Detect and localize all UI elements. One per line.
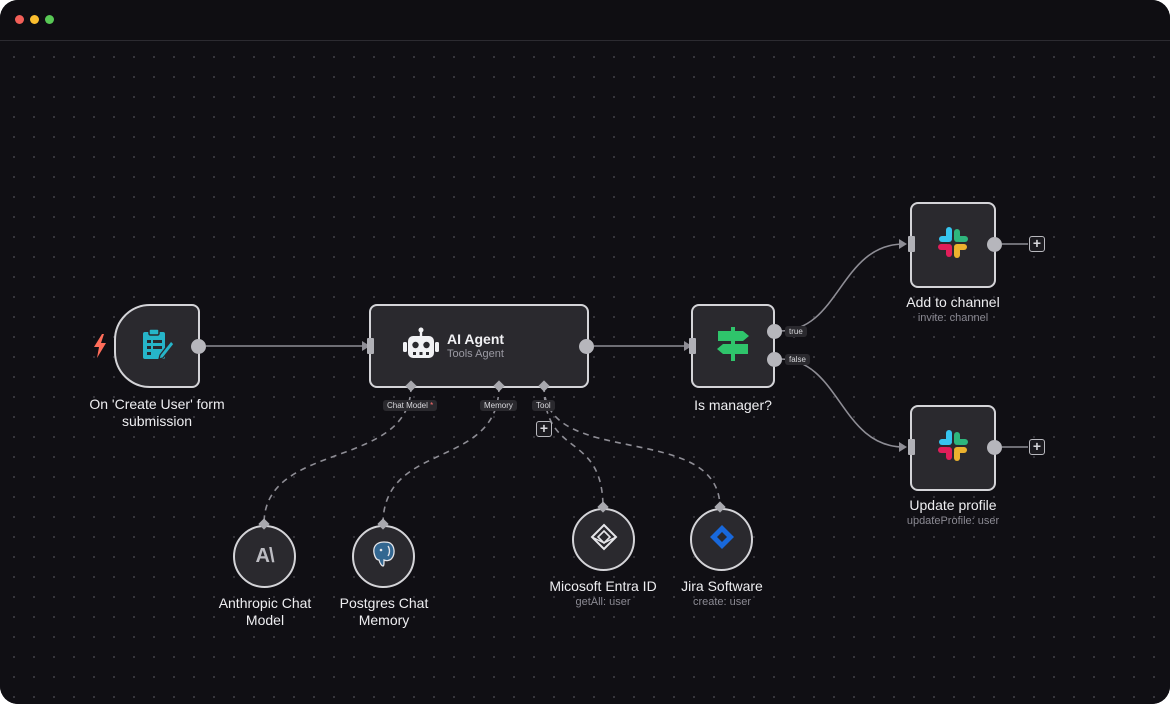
update-profile-sublabel: updateProfile: user: [906, 515, 1000, 527]
trigger-output-port[interactable]: [191, 339, 206, 354]
jira-icon: [709, 524, 735, 555]
ai-agent-input-port[interactable]: [367, 338, 374, 354]
anthropic-icon: A\: [255, 545, 275, 567]
form-icon: [140, 327, 175, 366]
update-profile-input-port[interactable]: [908, 439, 915, 455]
add-after-add-to-channel-button[interactable]: +: [1029, 236, 1045, 252]
false-output-port[interactable]: [767, 352, 782, 367]
postgres-chat-memory-node[interactable]: [352, 525, 415, 588]
jira-software-node[interactable]: [690, 508, 753, 571]
trigger-node-label: On 'Create User' form submission: [89, 396, 225, 429]
chat-model-port-label: Chat Model *: [383, 400, 438, 411]
close-window-button[interactable]: [15, 15, 24, 24]
postgres-label: Postgres Chat Memory: [339, 595, 429, 628]
jira-label: Jira Software: [681, 578, 763, 594]
add-to-channel-sublabel: invite: channel: [917, 312, 989, 324]
true-output-label: true: [785, 326, 807, 337]
jira-sublabel: create: user: [692, 596, 752, 608]
form-trigger-node[interactable]: [114, 304, 200, 388]
add-to-channel-input-port[interactable]: [908, 236, 915, 252]
arrowhead-agent: [362, 341, 370, 351]
anthropic-label: Anthropic Chat Model: [218, 595, 312, 628]
arrowhead-if: [684, 341, 692, 351]
minimize-window-button[interactable]: [30, 15, 39, 24]
entra-id-label: Micosoft Entra ID: [549, 578, 657, 594]
memory-port-label: Memory: [480, 400, 517, 411]
title-bar: [0, 0, 1170, 41]
robot-icon: [403, 327, 439, 366]
ai-agent-output-port[interactable]: [579, 339, 594, 354]
update-profile-label: Update profile: [909, 497, 997, 513]
true-output-port[interactable]: [767, 324, 782, 339]
anthropic-chat-model-node[interactable]: A\: [233, 525, 296, 588]
connection-memory-postgres: [382, 385, 500, 525]
entra-id-node[interactable]: [572, 508, 635, 571]
entra-id-icon: [590, 523, 618, 556]
add-to-channel-output-port[interactable]: [987, 237, 1002, 252]
add-to-channel-label: Add to channel: [906, 294, 1000, 310]
entra-id-sublabel: getAll: user: [575, 596, 631, 608]
add-after-update-profile-button[interactable]: +: [1029, 439, 1045, 455]
ai-agent-title: AI Agent: [447, 331, 505, 347]
ai-agent-subtitle: Tools Agent: [447, 348, 504, 360]
slack-icon: [935, 225, 971, 266]
update-profile-output-port[interactable]: [987, 440, 1002, 455]
is-manager-label: Is manager?: [694, 397, 772, 413]
connection-chatmodel-anthropic: [263, 385, 412, 525]
update-profile-node[interactable]: [910, 405, 996, 491]
arrowhead-update: [899, 442, 907, 452]
connection-if-false-update: [779, 358, 905, 448]
tool-port-label: Tool: [532, 400, 555, 411]
arrowhead-add: [899, 239, 907, 249]
add-tool-button[interactable]: +: [536, 421, 552, 437]
add-to-channel-node[interactable]: [910, 202, 996, 288]
maximize-window-button[interactable]: [45, 15, 54, 24]
slack-icon: [935, 428, 971, 469]
connection-if-true-add: [779, 243, 905, 332]
ai-agent-node[interactable]: [369, 304, 589, 388]
lightning-bolt-icon: [92, 334, 108, 363]
signpost-icon: [715, 325, 751, 368]
false-output-label: false: [785, 354, 810, 365]
is-manager-node[interactable]: [691, 304, 775, 388]
is-manager-input-port[interactable]: [689, 338, 696, 354]
postgres-elephant-icon: [371, 540, 397, 573]
